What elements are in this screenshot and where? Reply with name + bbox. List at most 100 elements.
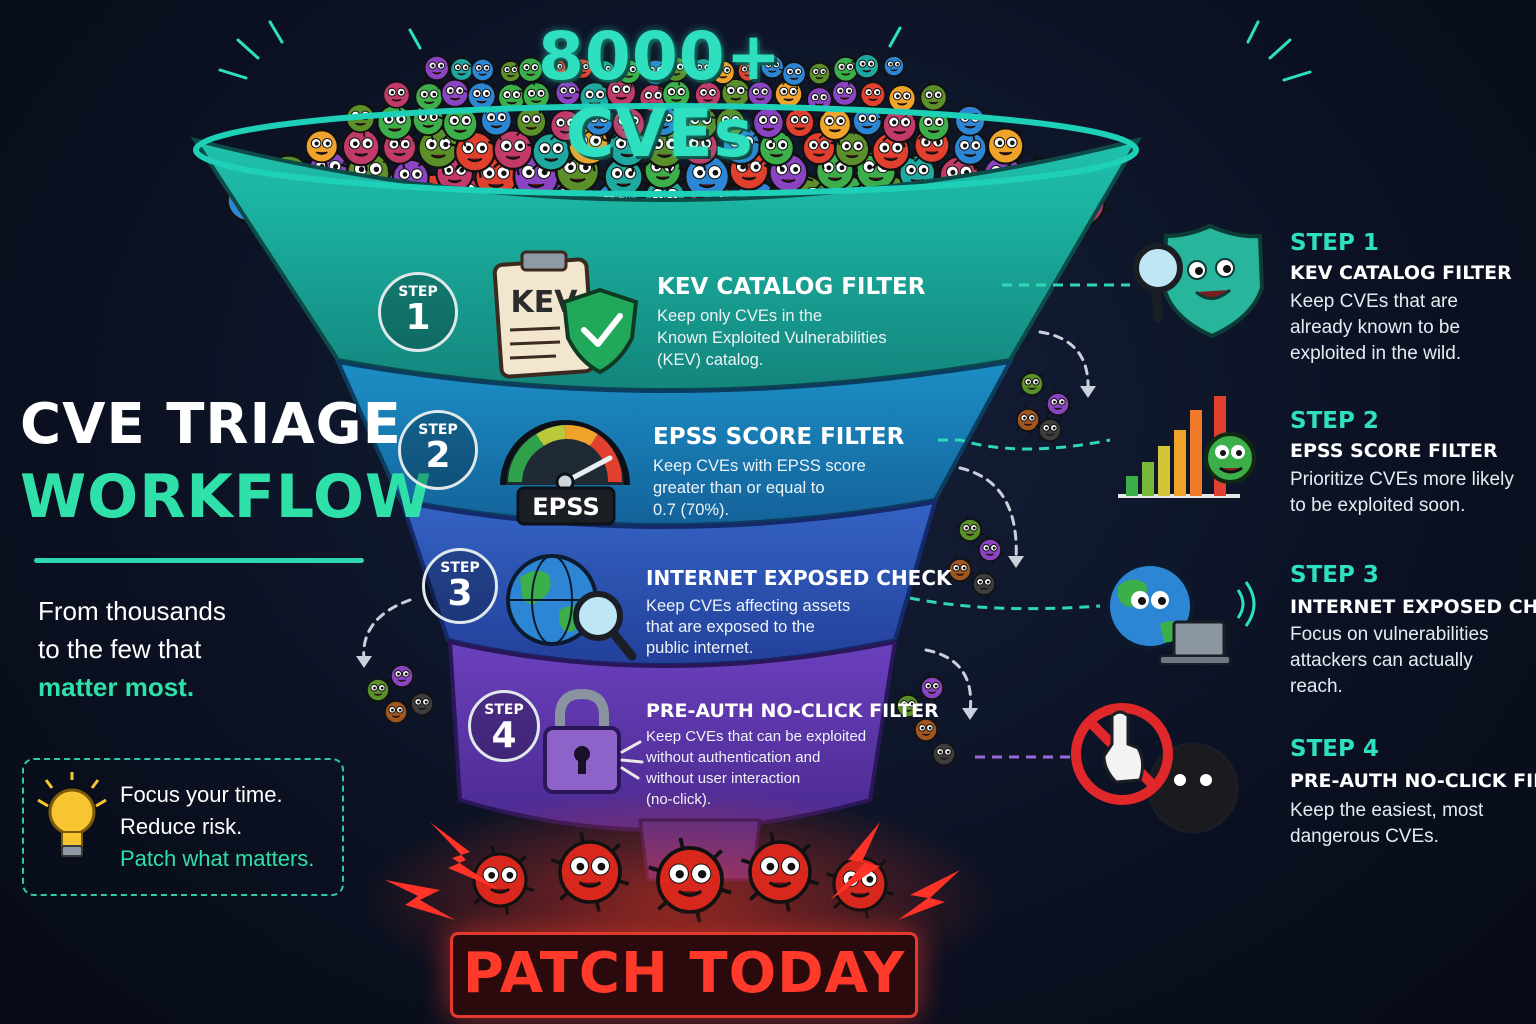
side-bug-clusters — [363, 369, 1073, 769]
side-step-2-label: STEP 2 — [1290, 408, 1379, 434]
shield-mascot-icon — [1133, 223, 1265, 339]
tip-line3: Patch what matters. — [120, 846, 315, 871]
bug-icon — [511, 102, 551, 142]
step-badge-3: STEP 3 — [422, 548, 498, 624]
bug-icon — [514, 53, 547, 86]
bug-icon — [880, 52, 907, 80]
step-badge-number: 3 — [447, 573, 473, 614]
bug-icon — [734, 57, 762, 85]
drop-arrows — [362, 330, 1090, 714]
step-1-desc-line2: Known Exploited Vulnerabilities — [657, 329, 887, 347]
step-4-desc-line4: (no-click). — [646, 791, 712, 808]
bug-icon — [877, 103, 922, 148]
bug-icon — [748, 102, 789, 144]
step-badge-2: STEP 2 — [398, 410, 478, 490]
lightning-icon-left-2 — [385, 880, 455, 920]
step-4-desc-line3: without user interaction — [646, 770, 801, 787]
small-bug-icon — [917, 673, 947, 703]
bug-icon — [948, 126, 992, 171]
subtitle-line3: matter most. — [38, 672, 195, 702]
side-step-3-label: STEP 3 — [1290, 562, 1379, 588]
step-1-desc-line3: (KEV) catalog. — [657, 351, 764, 369]
side-step-4-desc-line1: Keep the easiest, most — [1290, 800, 1484, 821]
side-step-1-desc-line1: Keep CVEs that are — [1290, 291, 1458, 312]
step-1-desc-line1: Keep only CVEs in the — [657, 307, 823, 325]
patch-today-banner: PATCH TODAY — [450, 932, 918, 1018]
no-click-sign-icon — [1071, 703, 1239, 834]
step-badge-number: 2 — [425, 435, 451, 476]
bug-icon — [717, 74, 755, 112]
step-badge-label: STEP — [484, 702, 524, 718]
bug-icon — [643, 100, 683, 141]
step-4-desc-line2: without authentication and — [646, 749, 821, 766]
small-bug-icon — [1013, 405, 1043, 435]
workflow-title-line2: WORKFLOW — [20, 462, 433, 532]
red-bug-icon — [550, 832, 630, 912]
bug-icon — [543, 55, 570, 82]
bug-icon — [437, 75, 473, 112]
bug-icon — [829, 52, 862, 86]
small-bug-icon — [387, 661, 417, 691]
connector-lines — [909, 283, 1130, 759]
red-bug-icon — [466, 845, 534, 915]
step-badge-1: STEP 1 — [378, 272, 458, 352]
small-bug-icon — [1017, 369, 1047, 399]
bug-icon — [691, 77, 725, 113]
side-step-2-desc-line2: to be exploited soon. — [1290, 495, 1466, 516]
step-4-desc-line1: Keep CVEs that can be exploited — [646, 728, 867, 745]
bug-icon — [437, 101, 483, 147]
headline-cve-count: 8000+ CVEs — [538, 18, 782, 172]
bug-icon — [828, 76, 861, 110]
bug-icon — [711, 103, 750, 142]
bug-icon — [707, 57, 739, 88]
drop-arrowheads — [356, 386, 1096, 720]
step-1-title: KEV CATALOG FILTER — [657, 274, 926, 300]
small-bug-icon — [975, 535, 1005, 565]
step-3-desc-line2: that are exposed to the — [646, 618, 815, 636]
bug-icon — [526, 127, 576, 177]
bug-icon — [805, 59, 834, 88]
step-3-desc-line3: public internet. — [646, 639, 754, 657]
side-step-4-label: STEP 4 — [1290, 736, 1379, 762]
small-bug-icon — [381, 697, 411, 727]
kev-clipboard-icon: KEV — [492, 250, 639, 379]
bug-icon — [982, 122, 1029, 170]
tip-line2: Reduce risk. — [120, 814, 243, 839]
subtitle-line2: to the few that — [38, 634, 202, 664]
bug-icon — [639, 55, 673, 89]
side-step-4-title: PRE-AUTH NO-CLICK FILTER — [1290, 770, 1536, 792]
small-bug-icon — [929, 739, 959, 769]
step-2-title: EPSS SCORE FILTER — [653, 424, 905, 450]
step-3-desc-line1: Keep CVEs affecting assets — [646, 597, 851, 615]
workflow-title-line1: CVE TRIAGE — [20, 392, 402, 457]
bug-icon — [518, 78, 554, 114]
step-badge-number: 1 — [405, 297, 431, 338]
side-step-4-desc-line2: dangerous CVEs. — [1290, 826, 1439, 847]
step-badge-number: 4 — [491, 715, 517, 756]
small-bug-icon — [407, 689, 437, 719]
lightning-icon-right-2 — [898, 870, 960, 920]
subtitle-line1: From thousands — [38, 596, 226, 626]
bug-icon — [447, 54, 477, 85]
step-2-desc-line1: Keep CVEs with EPSS score — [653, 457, 866, 475]
side-step-1-desc-line3: exploited in the wild. — [1290, 343, 1462, 364]
step-3-title: INTERNET EXPOSED CHECK — [646, 566, 952, 590]
bug-icon — [337, 122, 385, 172]
red-bug-icon — [740, 832, 820, 912]
bug-icon — [607, 102, 650, 146]
bug-icon — [591, 57, 618, 84]
globe-laptop-mascot-icon — [1106, 562, 1256, 665]
step-badge-label: STEP — [418, 422, 458, 438]
step-2-desc-line3: 0.7 (70%). — [653, 501, 730, 519]
sparkle-lines — [218, 20, 1312, 82]
side-step-1-label: STEP 1 — [1290, 230, 1379, 256]
side-step-3-desc-line1: Focus on vulnerabilities — [1290, 624, 1489, 645]
small-bug-icon — [893, 691, 923, 721]
bug-icon — [468, 55, 498, 85]
bug-icon — [950, 101, 990, 141]
bug-icon — [379, 77, 414, 113]
bug-icon — [757, 51, 788, 82]
bug-icon — [780, 103, 819, 142]
step-badge-label: STEP — [398, 284, 438, 300]
